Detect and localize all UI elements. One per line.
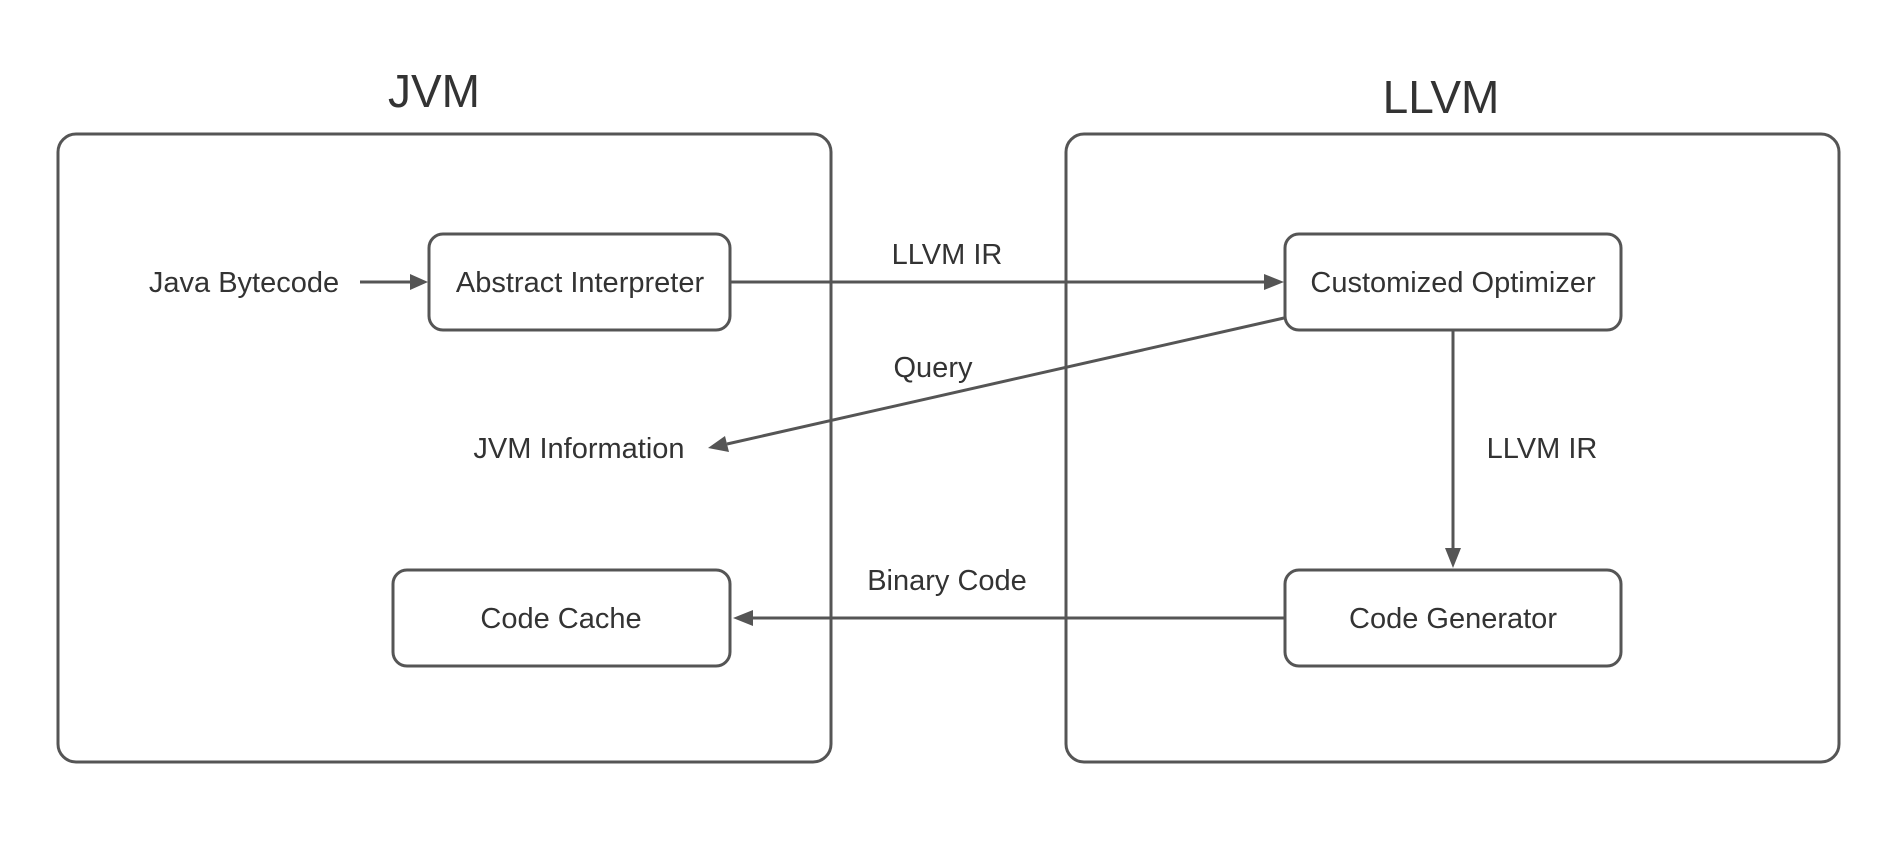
edge-label-interpreter-to-optimizer: LLVM IR [892, 239, 1003, 271]
code-generator-node [1283, 568, 1623, 668]
java-bytecode-label: Java Bytecode [149, 267, 339, 299]
edge-optimizer-query [726, 316, 1285, 446]
arrowhead-optimizer-to-generator [1445, 548, 1461, 568]
jvm-container-title: JVM [388, 65, 480, 117]
abstract-interpreter-node [427, 232, 732, 332]
code-cache-node [391, 568, 732, 668]
edge-label-optimizer-query: Query [894, 352, 973, 384]
customized-optimizer-node [1283, 232, 1623, 332]
customized-optimizer-label: Customized Optimizer [1310, 267, 1596, 299]
abstract-interpreter-label: Abstract Interpreter [456, 267, 705, 299]
edge-label-optimizer-to-generator: LLVM IR [1487, 433, 1598, 465]
arrowhead-generator-to-cache [733, 610, 753, 626]
arrowhead-interpreter-to-optimizer [1264, 274, 1284, 290]
code-generator-label: Code Generator [1349, 603, 1557, 635]
arrowhead-bytecode-to-interpreter [410, 274, 428, 290]
arrowhead-optimizer-query [708, 436, 729, 452]
edge-label-generator-to-cache: Binary Code [867, 565, 1027, 597]
llvm-container-title: LLVM [1383, 71, 1500, 123]
code-cache-label: Code Cache [480, 603, 641, 635]
jvm-information-label: JVM Information [473, 433, 684, 465]
